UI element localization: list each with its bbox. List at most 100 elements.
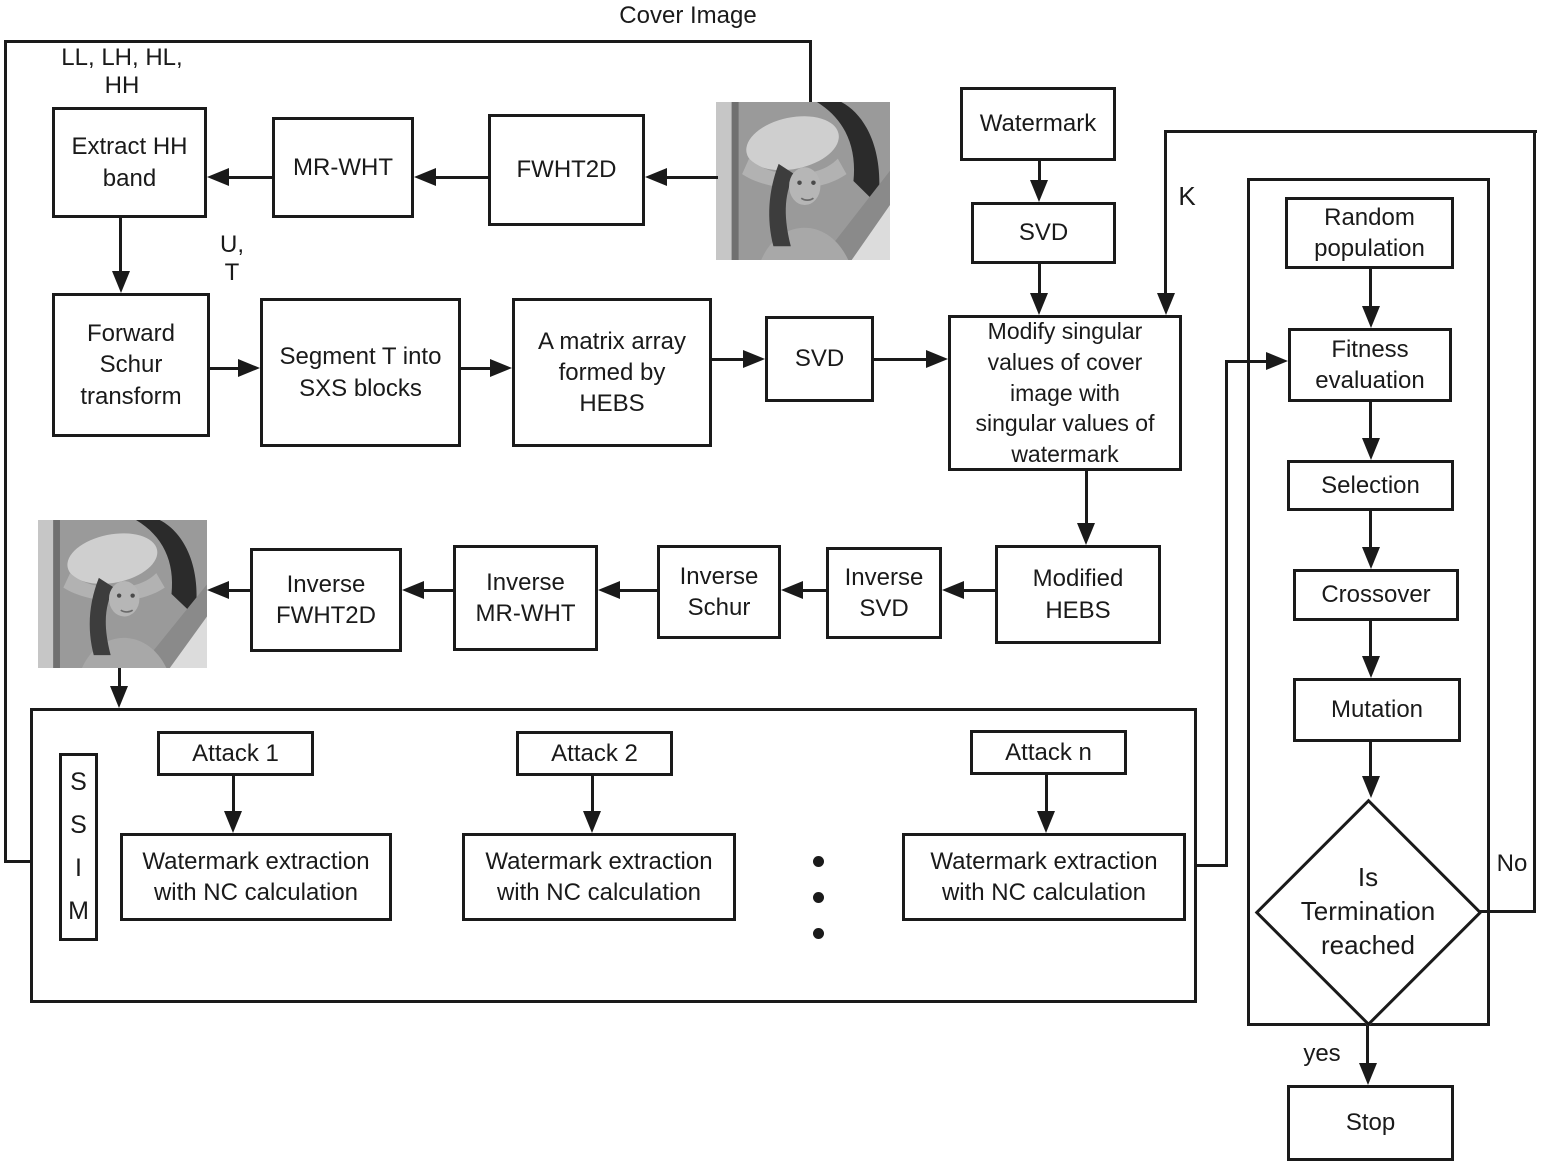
extract-hh-band-box: Extract HH band bbox=[52, 107, 207, 218]
no-label: No bbox=[1496, 850, 1528, 877]
arrowhead-k-into-modify bbox=[1157, 293, 1175, 315]
arrowhead-into-watermarked-image bbox=[207, 581, 229, 599]
arrowhead-into-schur bbox=[112, 271, 130, 293]
watermark-extraction-1-box: Watermark extraction with NC calculation bbox=[120, 833, 392, 921]
arrowhead-selection-crossover bbox=[1362, 547, 1380, 569]
crossover-box: Crossover bbox=[1293, 569, 1459, 621]
attacks-evaluation-container bbox=[30, 708, 1197, 1003]
fwht2d-box: FWHT2D bbox=[488, 114, 645, 226]
arrowhead-into-extraction-1 bbox=[224, 811, 242, 833]
ssim-letter: S bbox=[70, 811, 87, 839]
line-segment-to-hebs bbox=[461, 367, 491, 370]
termination-label: Is Termination reached bbox=[1300, 862, 1436, 960]
arrowhead-svd-into-modify bbox=[1030, 293, 1048, 315]
yes-label: yes bbox=[1303, 1040, 1341, 1067]
watermark-extraction-n-box: Watermark extraction with NC calculation bbox=[902, 833, 1186, 921]
line-svd-to-modify bbox=[1038, 264, 1041, 294]
attack-n-box: Attack n bbox=[970, 730, 1127, 775]
ellipsis-dot bbox=[813, 892, 824, 903]
matrix-hebs-box: A matrix array formed by HEBS bbox=[512, 298, 712, 447]
line-schur-to-segment bbox=[210, 367, 239, 370]
line-hebs-to-svd bbox=[712, 358, 744, 361]
ellipsis-dot bbox=[813, 856, 824, 867]
inverse-schur-box: Inverse Schur bbox=[657, 545, 781, 639]
stop-box: Stop bbox=[1287, 1085, 1454, 1161]
cover-image-line-left bbox=[4, 40, 7, 863]
arrowhead-into-inverse-fwht2d bbox=[402, 581, 424, 599]
line-invschur-to-invmrwht bbox=[620, 589, 657, 592]
inverse-svd-box: Inverse SVD bbox=[826, 547, 942, 639]
line-watermark-to-svd bbox=[1038, 161, 1041, 181]
arrowhead-into-svd-cover bbox=[743, 350, 765, 368]
modified-hebs-box: Modified HEBS bbox=[995, 545, 1161, 644]
attack-2-box: Attack 2 bbox=[516, 731, 673, 776]
k-feedback-riser bbox=[1164, 130, 1167, 294]
arrowhead-into-fitness bbox=[1266, 352, 1288, 370]
svd-cover-box: SVD bbox=[765, 316, 874, 402]
k-label: K bbox=[1178, 181, 1196, 211]
arrowhead-into-extraction-n bbox=[1037, 811, 1055, 833]
ssim-letter: M bbox=[68, 897, 89, 925]
watermark-extraction-2-box: Watermark extraction with NC calculation bbox=[462, 833, 736, 921]
line-modhebs-to-invsvd bbox=[964, 589, 995, 592]
nc-feedback-stub bbox=[1197, 864, 1228, 867]
arrowhead-into-fwht2d bbox=[645, 168, 667, 186]
arrowhead-into-segment bbox=[238, 359, 260, 377]
watermarked-image-thumbnail bbox=[38, 520, 207, 668]
line-invfwht2d-to-image bbox=[229, 589, 250, 592]
arrowhead-into-extraction-2 bbox=[583, 811, 601, 833]
mr-wht-box: MR-WHT bbox=[272, 117, 414, 218]
inverse-mr-wht-box: Inverse MR-WHT bbox=[453, 545, 598, 651]
arrowhead-into-inverse-schur bbox=[781, 581, 803, 599]
line-mutation-to-termination bbox=[1369, 742, 1372, 777]
line-attackn-to-extraction bbox=[1045, 775, 1048, 812]
svd-watermark-box: SVD bbox=[971, 202, 1116, 264]
selection-box: Selection bbox=[1287, 460, 1454, 511]
line-selection-to-crossover bbox=[1369, 511, 1372, 548]
lena-cover-image bbox=[716, 102, 890, 260]
arrowhead-into-modified-hebs bbox=[1077, 523, 1095, 545]
k-feedback-line-top bbox=[1164, 130, 1537, 133]
ssim-box: S S I M bbox=[59, 753, 98, 941]
cover-image-thumbnail bbox=[716, 102, 890, 260]
arrowhead-population-fitness bbox=[1362, 306, 1380, 328]
arrowhead-into-inverse-mrwht bbox=[598, 581, 620, 599]
cover-image-line-riser bbox=[809, 40, 812, 103]
line-attack1-to-extraction bbox=[232, 776, 235, 812]
no-loop-stub bbox=[1480, 910, 1536, 913]
arrowhead-into-inverse-svd bbox=[942, 581, 964, 599]
arrowhead-mutation-termination bbox=[1362, 776, 1380, 798]
segment-t-box: Segment T into SXS blocks bbox=[260, 298, 461, 447]
arrowhead-into-extract bbox=[207, 168, 229, 186]
mutation-box: Mutation bbox=[1293, 678, 1461, 742]
arrowhead-into-svd-watermark bbox=[1030, 180, 1048, 202]
line-crossover-to-mutation bbox=[1369, 621, 1372, 657]
ssim-letter: S bbox=[70, 768, 87, 796]
arrowhead-into-stop bbox=[1359, 1063, 1377, 1085]
fitness-evaluation-box: Fitness evaluation bbox=[1288, 328, 1452, 402]
subbands-label: LL, LH, HL, HH bbox=[61, 44, 183, 99]
line-termination-to-stop bbox=[1366, 1026, 1369, 1064]
line-attack2-to-extraction bbox=[591, 776, 594, 812]
arrowhead-fitness-selection bbox=[1362, 438, 1380, 460]
nc-feedback-line bbox=[1225, 360, 1267, 363]
line-invmrwht-to-invfwht2d bbox=[424, 589, 453, 592]
nc-feedback-riser bbox=[1225, 360, 1228, 866]
inverse-fwht2d-box: Inverse FWHT2D bbox=[250, 548, 402, 652]
random-population-box: Random population bbox=[1285, 197, 1454, 269]
ellipsis-dot bbox=[813, 928, 824, 939]
arrowhead-into-hebs bbox=[490, 359, 512, 377]
line-fwht2d-to-mrwht bbox=[436, 176, 488, 179]
line-population-to-fitness bbox=[1369, 269, 1372, 307]
no-loop-riser bbox=[1533, 130, 1536, 912]
arrowhead-into-mrwht bbox=[414, 168, 436, 186]
lena-watermarked-image bbox=[38, 520, 207, 668]
cover-image-line-stub bbox=[4, 860, 32, 863]
arrowhead-crossover-mutation bbox=[1362, 656, 1380, 678]
line-extract-to-schur bbox=[119, 218, 122, 271]
cover-image-line-top bbox=[4, 40, 812, 43]
line-invsvd-to-invschur bbox=[803, 589, 826, 592]
ut-label: U, T bbox=[220, 231, 244, 286]
forward-schur-box: Forward Schur transform bbox=[52, 293, 210, 437]
ssim-letter: I bbox=[75, 854, 82, 882]
